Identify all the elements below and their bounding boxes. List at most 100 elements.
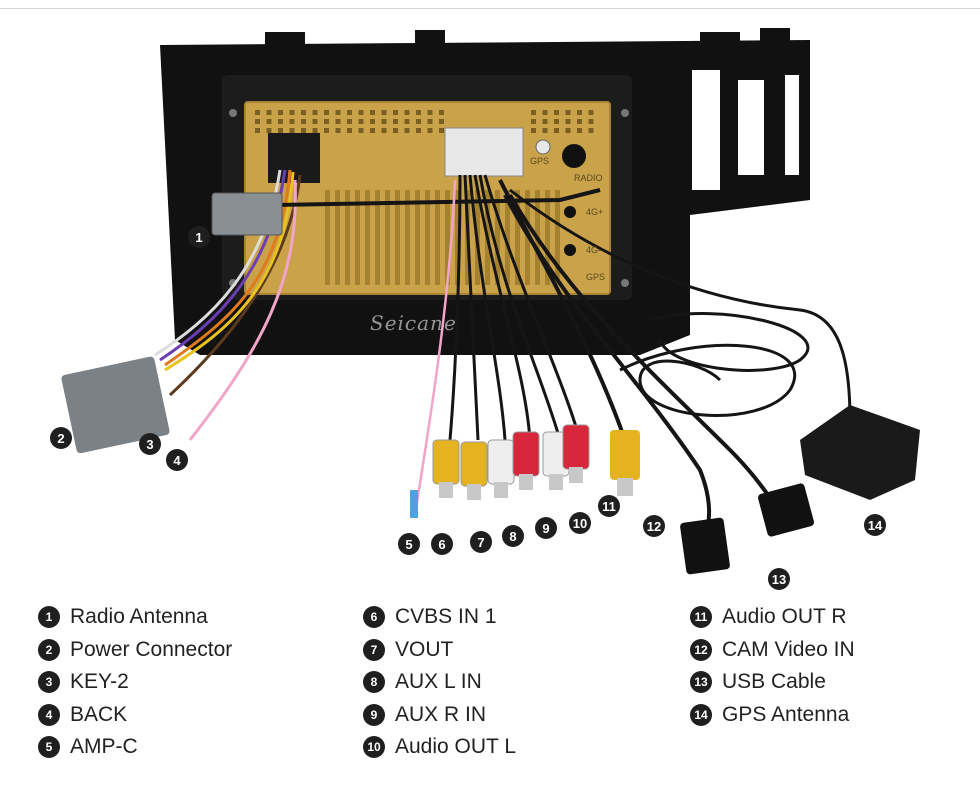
rca-plug xyxy=(562,424,590,483)
vent-bar xyxy=(495,190,500,285)
vent-slot xyxy=(266,119,272,124)
vent-bar xyxy=(385,190,390,285)
legend-number: 10 xyxy=(363,736,385,759)
vent-slot xyxy=(324,128,329,133)
vent-slot xyxy=(554,128,559,133)
amp-cable xyxy=(413,179,457,516)
vent-slot xyxy=(278,110,283,115)
vent-bar xyxy=(325,190,330,285)
vent-slot xyxy=(255,128,260,133)
vent-slot xyxy=(404,110,410,115)
vent-slot xyxy=(531,110,536,115)
port-label-gps-2: GPS xyxy=(586,272,606,282)
legend-label: BACK xyxy=(70,702,128,726)
rca-plugs xyxy=(432,424,590,500)
vent-slot xyxy=(278,128,283,133)
vent-bar xyxy=(445,190,450,285)
wire-pink xyxy=(188,179,297,441)
callout-10: 10 xyxy=(569,512,591,534)
port-label-gps: GPS xyxy=(530,156,550,166)
vent-slot xyxy=(554,119,559,124)
rca-plug xyxy=(432,439,460,498)
4g-port-a xyxy=(564,206,576,218)
vent-slot xyxy=(531,128,536,133)
vent-bar xyxy=(455,190,460,285)
legend-label: AUX L IN xyxy=(395,670,482,694)
legend-number: 6 xyxy=(363,606,385,629)
panel-screw-2 xyxy=(621,109,629,117)
vent-slot xyxy=(312,128,318,133)
vent-slot xyxy=(347,119,352,124)
vent-slot xyxy=(427,110,433,115)
vent-slot xyxy=(358,110,364,115)
callout-14: 14 xyxy=(864,514,886,536)
usb-plug-a xyxy=(680,517,730,575)
legend-label: VOUT xyxy=(395,637,454,661)
vent-slot xyxy=(416,110,421,115)
vent-slot xyxy=(289,110,295,115)
wire-orange xyxy=(164,169,292,367)
vent-slot xyxy=(404,128,410,133)
vent-slot xyxy=(335,110,341,115)
legend-number: 14 xyxy=(690,703,712,726)
legend-number: 12 xyxy=(690,638,712,661)
callout-11: 11 xyxy=(598,495,620,517)
power-connector-body xyxy=(61,356,170,454)
wire-yellow xyxy=(164,171,295,372)
vent-slot xyxy=(266,110,272,115)
legend-label: CAM Video IN xyxy=(722,637,855,661)
frame-tab-1 xyxy=(265,32,305,46)
vent-bar xyxy=(415,190,420,285)
vent-bar xyxy=(365,190,370,285)
vent-bar xyxy=(375,190,380,285)
frame-slot-1 xyxy=(692,70,720,190)
vent-slot xyxy=(439,119,444,124)
callout-5: 5 xyxy=(398,533,420,555)
vent-slot xyxy=(381,128,387,133)
callout-4: 4 xyxy=(166,449,188,471)
vent-slot xyxy=(554,110,559,115)
antenna-plug xyxy=(211,192,283,236)
rca-plug xyxy=(512,431,540,490)
vent-bar xyxy=(505,190,510,285)
vent-slot xyxy=(393,110,398,115)
vent-bar xyxy=(425,190,430,285)
usb-plug-b xyxy=(758,483,814,537)
vent-slot xyxy=(439,110,444,115)
vent-bar xyxy=(555,190,560,285)
legend-label: Audio OUT R xyxy=(722,605,847,629)
callout-7: 7 xyxy=(470,531,492,553)
vent-slot xyxy=(577,119,582,124)
vent-slot xyxy=(393,119,398,124)
vent-slot xyxy=(416,119,421,124)
callout-13: 13 xyxy=(768,568,790,590)
port-label-4g-b: 4G- xyxy=(586,245,602,255)
vent-slot xyxy=(301,110,306,115)
legend-number: 3 xyxy=(38,671,60,694)
watermark-logo: Seicane xyxy=(370,311,457,335)
legend-number: 8 xyxy=(363,671,385,694)
legend-number: 7 xyxy=(363,638,385,661)
rca-plug xyxy=(460,441,488,500)
vent-bar xyxy=(545,190,550,285)
vent-slot xyxy=(324,119,329,124)
port-label-4g-a: 4G+ xyxy=(586,207,604,217)
vent-slot xyxy=(531,119,536,124)
vent-slot xyxy=(370,128,375,133)
vent-slot xyxy=(289,119,295,124)
panel-screw-1 xyxy=(229,109,237,117)
cam-plug xyxy=(610,430,640,496)
legend-number: 4 xyxy=(38,703,60,726)
vent-slot xyxy=(358,128,364,133)
vent-slot xyxy=(381,119,387,124)
vent-slot xyxy=(588,128,594,133)
vent-slot xyxy=(427,128,433,133)
vent-slot xyxy=(312,110,318,115)
